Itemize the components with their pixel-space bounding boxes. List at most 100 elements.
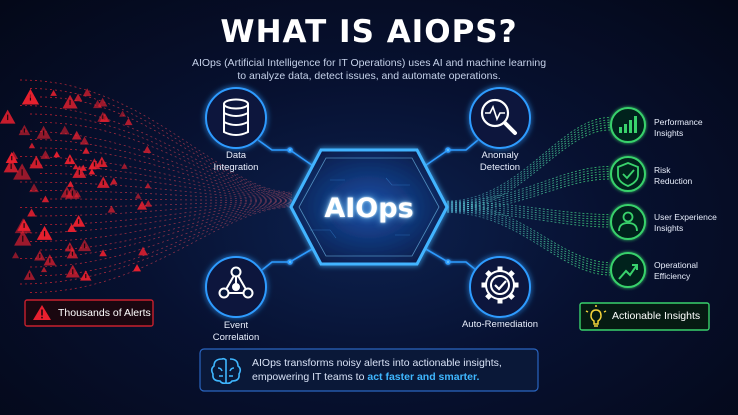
insight-label-line: User Experience [654,212,717,222]
alert-triangle-icon [143,145,152,153]
summary-line-1: AIOps transforms noisy alerts into actio… [252,357,502,369]
alert-triangle-icon [50,89,57,96]
insight-stream-line [446,129,611,212]
alert-triangle-icon [40,150,51,159]
alert-triangle-icon [72,163,79,170]
alert-triangle-icon [71,130,82,140]
insight-stream-line [446,212,611,276]
trend-up-icon [618,264,638,280]
node-connectors [257,139,479,271]
alert-triangle-icon [36,225,53,240]
alert-triangle-icon [99,249,107,257]
subtitle-line-2: to analyze data, detect issues, and auto… [237,70,501,82]
alert-stream-line [29,139,293,197]
alert-triangle-icon [93,99,103,109]
alert-stream-line [29,206,293,293]
insight-stream-line [446,168,611,204]
insight-stream-line [446,117,611,202]
alert-stream-line [19,204,293,259]
insight-stream-line [446,122,611,206]
page-title: WHAT IS AIOPS? [220,14,518,50]
alert-triangle-icon [77,239,92,252]
alert-triangle-icon [124,117,133,126]
alert-triangle-icon [97,111,109,122]
alert-triangle-icon [144,199,153,207]
alert-triangle-icon [82,88,92,97]
insight-label-line: Risk [654,165,671,175]
gear-tooth [513,282,519,288]
insight-stream-line [446,127,611,210]
insight-operational: Operational Efficiency [654,260,734,282]
insight-risk: Risk Reduction [654,165,734,187]
alert-triangle-icon [144,182,152,189]
alert-triangle-icon [72,214,86,227]
alert-triangle-icon [18,124,31,136]
node-anomaly-detection: Anomaly Detection [460,150,540,174]
insight-streams [446,117,611,276]
node-label-line: Anomaly [481,150,519,161]
alert-triangle-icon [88,168,96,175]
node-event-correlation: Event Correlation [196,320,276,344]
alert-triangle-icon [34,250,46,261]
alert-triangle-icon [5,152,18,163]
alert-triangle-icon [110,177,118,185]
alert-triangle-icon [65,264,80,278]
node-label-line: Event [223,320,249,331]
alert-triangle-icon [72,165,87,178]
aiops-hexagon [289,148,449,266]
alert-triangle-icon [119,110,127,117]
alert-triangle-icon [0,109,16,124]
alert-triangle-icon [43,254,57,266]
alert-triangle-icon [59,125,70,135]
aiops-hexagon-label: AIOps [324,193,414,224]
alert-stream-line [39,203,293,251]
alert-triangle-icon [133,264,142,272]
alert-stream-line [19,105,293,195]
alert-stream-line [29,201,293,217]
insight-label-line: Operational [654,260,698,270]
alert-triangle-icon [67,180,74,187]
database-icon [223,98,249,136]
insight-label-line: Insights [654,128,684,138]
alert-triangle-icon [73,93,83,102]
alert-stream-line [39,122,293,196]
node-auto-remediation: Auto-Remediation [450,319,550,331]
magnifier-pulse-icon [480,98,517,135]
summary-line-2: empowering IT teams to act faster and sm… [252,370,532,384]
alert-stream-line [39,198,293,201]
alert-triangle-icon [64,154,76,165]
insight-label-line: Reduction [654,176,693,186]
insight-stream-line [446,211,611,228]
alert-triangle-icon [134,192,142,199]
network-graph-icon [218,266,254,299]
subtitle-line-1: AIOps (Artificial Intelligence for IT Op… [191,57,547,69]
alert-triangle-icon [23,269,36,280]
alert-triangle-icon [53,151,61,158]
alert-triangle-icon [36,125,51,139]
insight-stream-line [446,119,611,204]
alert-stream-line [29,164,293,199]
alert-triangle-icon [80,270,92,281]
user-icon [618,211,638,232]
alert-triangle-icon [41,195,50,203]
alert-triangle-icon [3,158,19,173]
insight-label-line: Insights [654,223,684,233]
insight-stream-line [446,124,611,208]
insight-user-experience: User Experience Insights [654,212,734,234]
insight-label-line: Efficiency [654,271,691,281]
node-label-line: Detection [479,162,521,173]
alert-stream-line [19,181,293,200]
alert-triangle-icon [29,155,44,169]
node-label-line: Correlation [212,332,260,343]
alert-stream-line [39,205,293,276]
alert-stream-line [29,88,293,194]
alert-triangle-icon [121,163,128,169]
alert-triangle-icon [66,247,79,259]
node-label-line: Auto-Remediation [461,319,539,330]
insight-stream-line [446,202,611,263]
summary-banner [199,348,539,392]
alert-triangle-icon [65,185,80,199]
gear-tooth [481,282,487,288]
gear-check-icon [481,266,519,304]
